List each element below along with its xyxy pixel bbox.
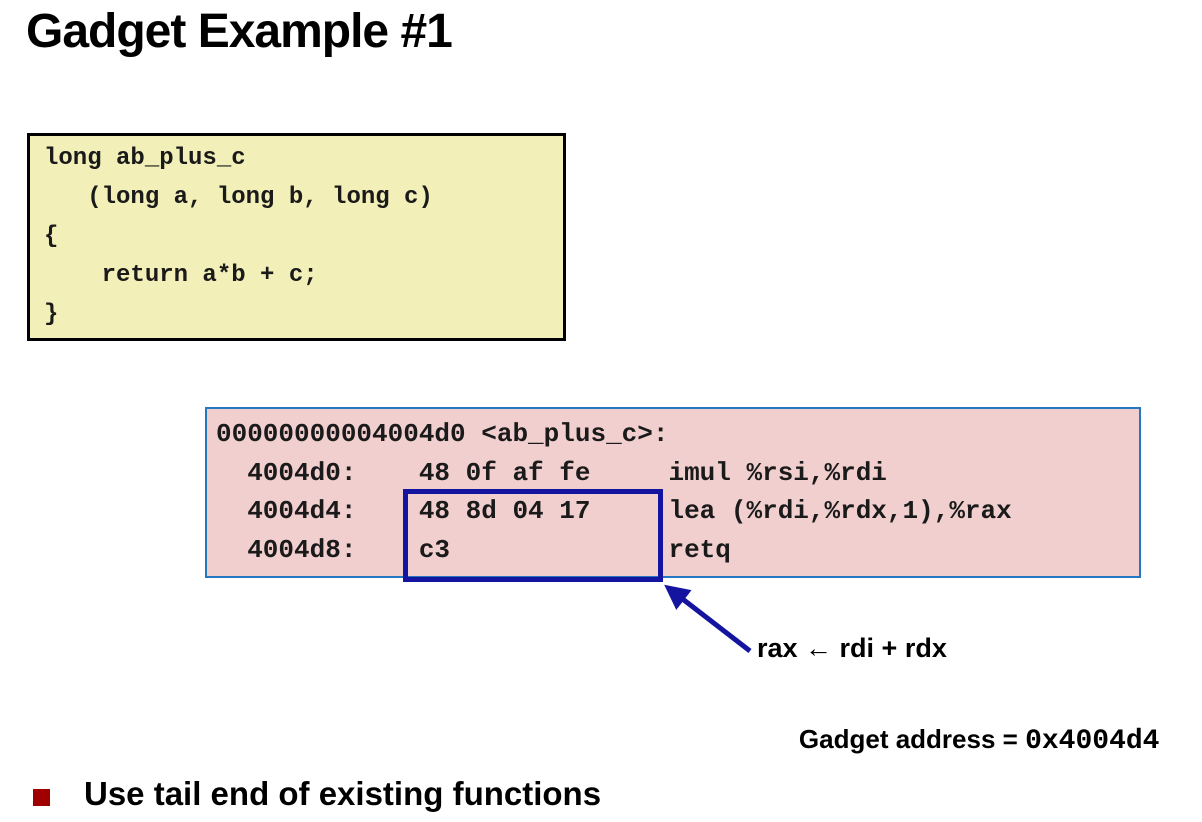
disassembly-line: 4004d8: c3 retq — [216, 534, 731, 565]
disassembly-line: 00000000004004d0 <ab_plus_c>: — [216, 419, 669, 449]
c-code-line: (long a, long b, long c) — [44, 184, 433, 211]
c-code-line: long ab_plus_c — [44, 145, 246, 172]
gadget-bytes-highlight — [403, 489, 663, 582]
pointer-arrow — [664, 584, 752, 653]
c-code-line: return a*b + c; — [44, 262, 318, 289]
page-title: Gadget Example #1 — [26, 5, 453, 58]
disassembly-box: 00000000004004d0 <ab_plus_c>: 4004d0: 48… — [205, 407, 1141, 578]
gadget-address-value: 0x4004d4 — [1025, 726, 1160, 757]
gadget-address-label: Gadget address = — [798, 724, 1026, 754]
bullet-square-icon — [33, 789, 50, 806]
c-code-box: long ab_plus_c (long a, long b, long c) … — [27, 133, 566, 341]
register-effect-annotation: rax ← rdi + rdx — [757, 633, 947, 663]
arrow-shaft — [664, 584, 752, 653]
bullet-item: Use tail end of existing functions — [84, 775, 602, 812]
disassembly-line: 4004d4: 48 8d 04 17 lea (%rdi,%rdx,1),%r… — [216, 496, 1012, 526]
c-code-line: } — [44, 301, 59, 328]
gadget-address-annotation: Gadget address = 0x4004d4 — [770, 688, 1160, 793]
disassembly-line: 4004d0: 48 0f af fe imul %rsi,%rdi — [216, 457, 887, 488]
c-code-line: { — [44, 223, 59, 250]
